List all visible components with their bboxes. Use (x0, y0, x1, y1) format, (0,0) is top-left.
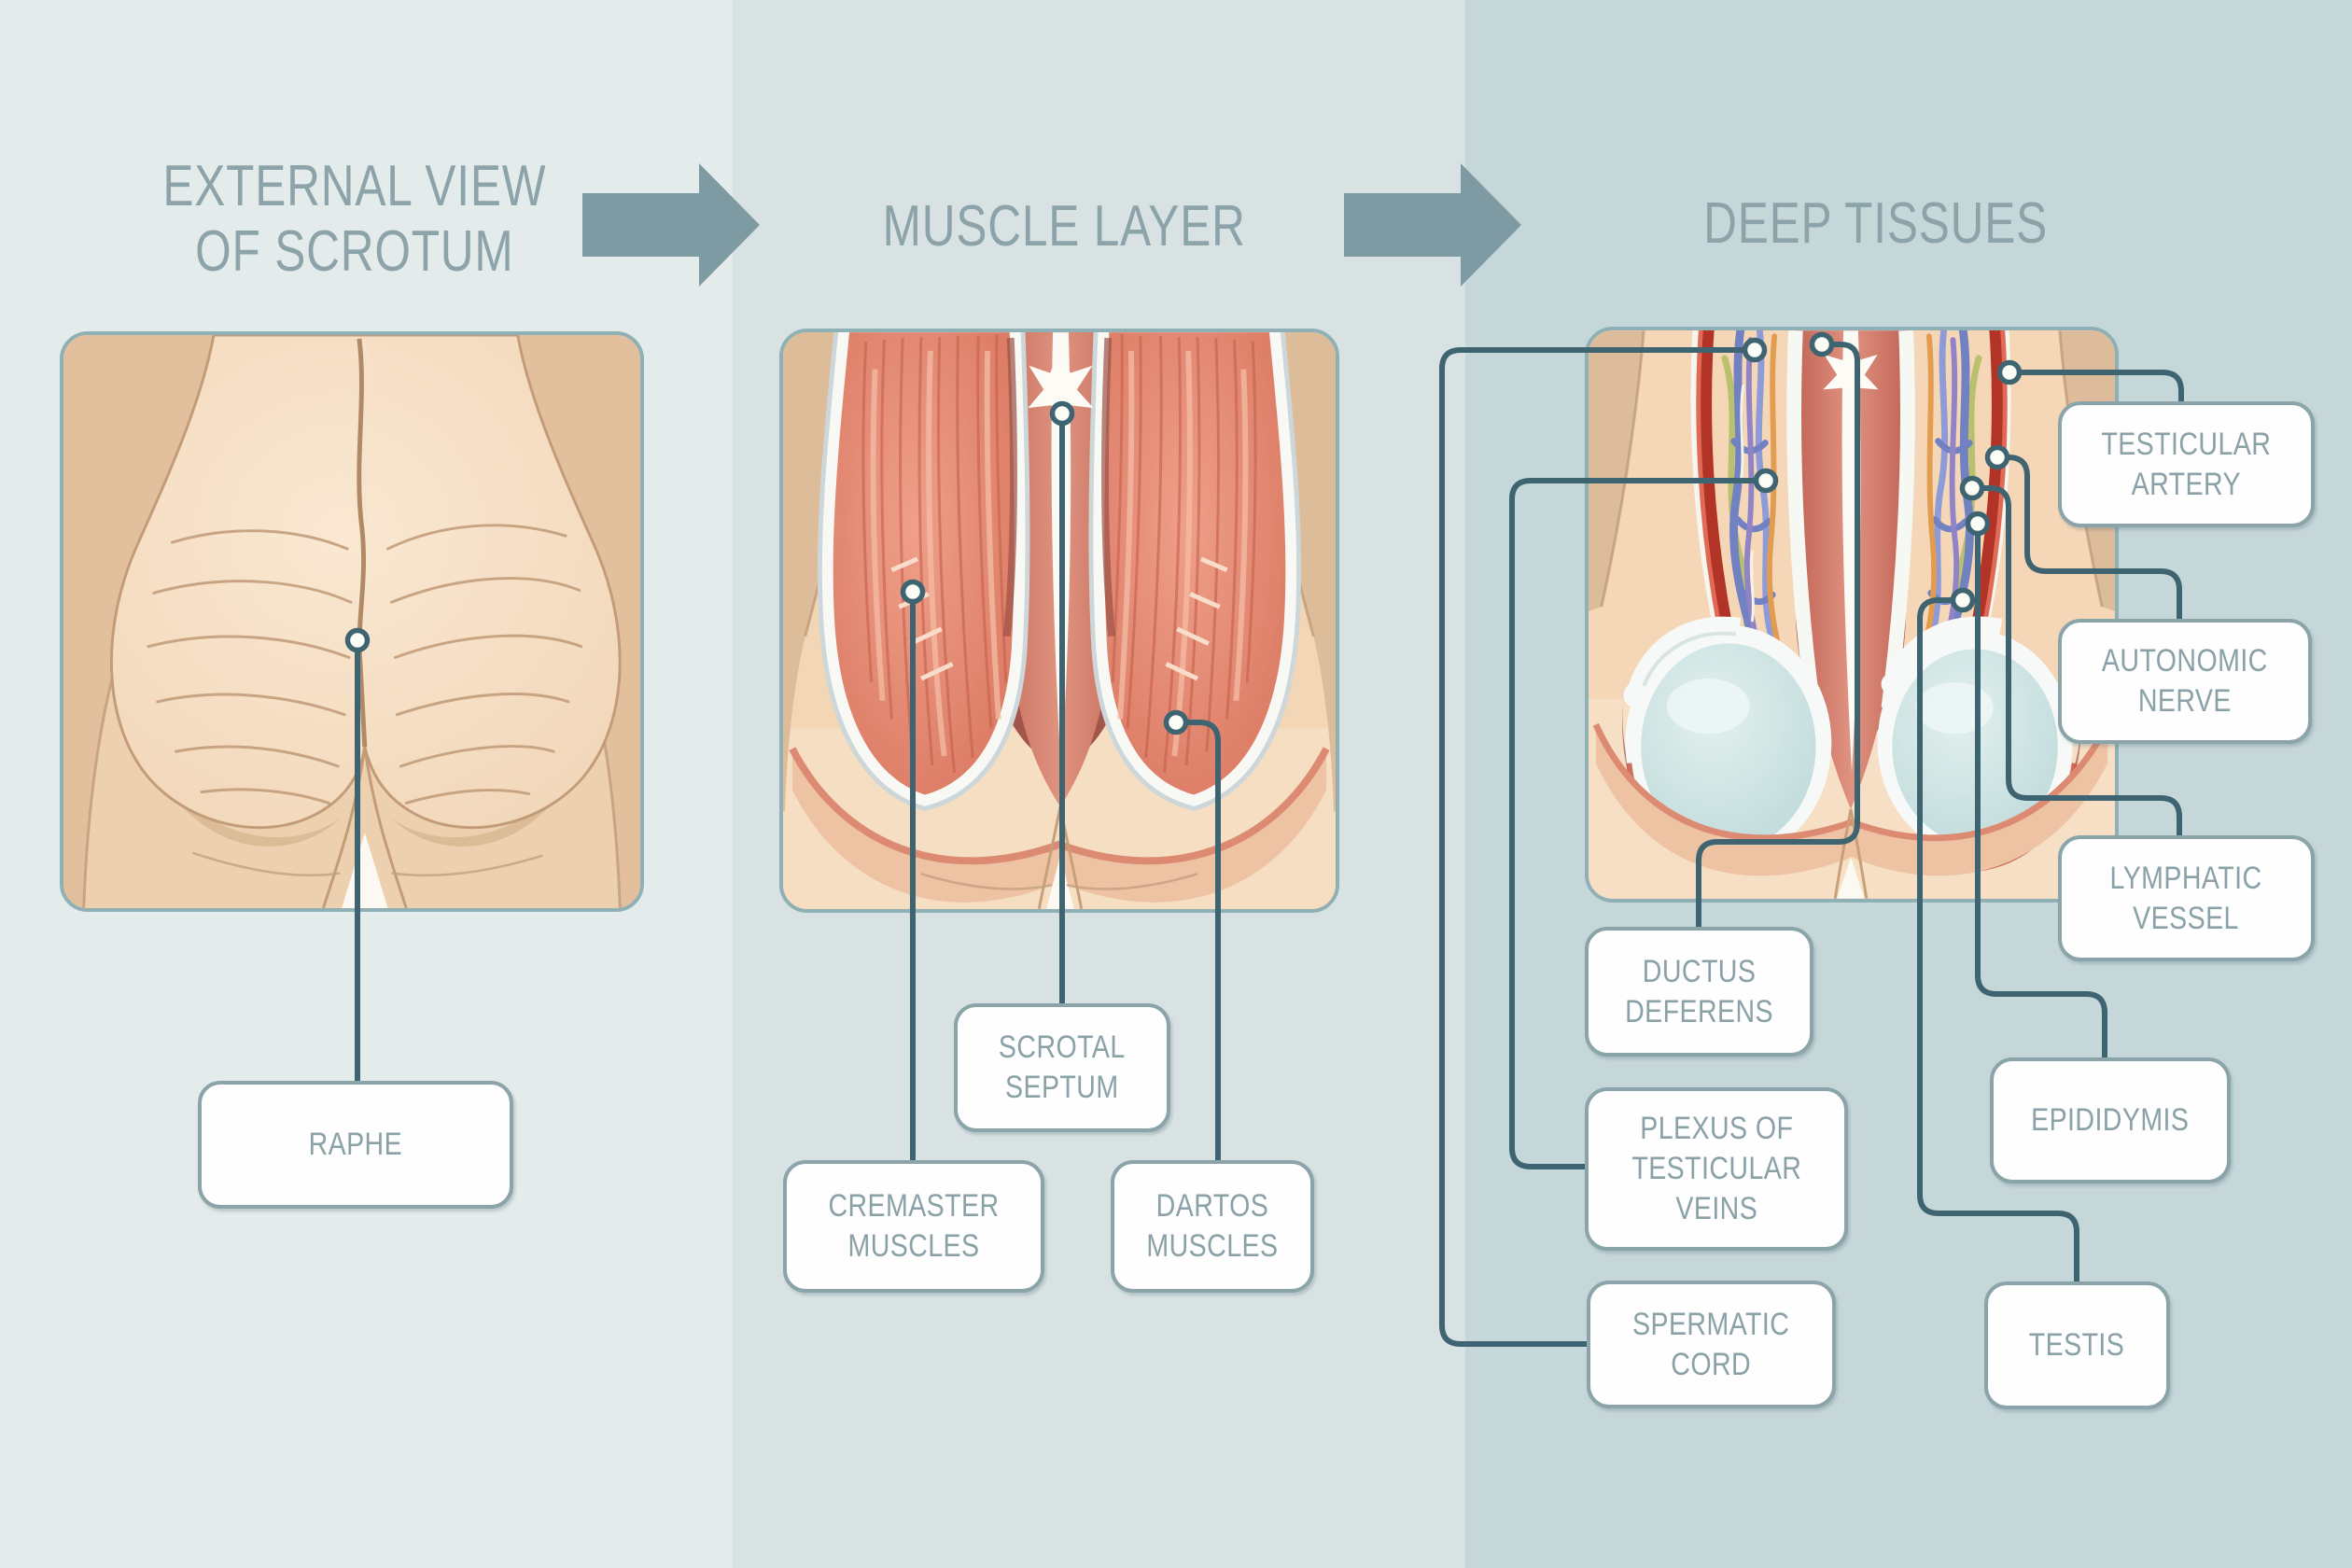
label-testicular-artery-text: TESTICULAR ARTERY (2101, 426, 2272, 502)
label-scrotal-septum: SCROTAL SEPTUM (954, 1003, 1170, 1132)
label-testis-text: TESTIS (2029, 1327, 2125, 1363)
label-scrotal-septum-text: SCROTAL SEPTUM (999, 1029, 1126, 1105)
arrow-right-icon (582, 163, 760, 287)
spermatic-cord-marker (1742, 337, 1768, 363)
epididymis-right (1884, 616, 2003, 684)
leader-autonomic-nerve (2006, 455, 2182, 622)
illustration-external-scrotum (60, 331, 644, 912)
label-raphe-text: RAPHE (308, 1127, 403, 1162)
label-testicular-artery: TESTICULAR ARTERY (2058, 401, 2315, 527)
leader-plexus-of-testicular-veins (1509, 478, 1757, 1169)
panel-title-muscle-layer: MUSCLE LAYER (747, 194, 1381, 259)
label-epididymis: EPIDIDYMIS (1990, 1057, 2231, 1183)
label-ductus-deferens: DUCTUS DEFERENS (1585, 927, 1813, 1057)
dartos-skin-rim (791, 749, 1327, 903)
label-raphe: RAPHE (198, 1081, 513, 1209)
scrotal-septum-marker (1049, 400, 1075, 427)
leader-spermatic-cord (1439, 347, 1746, 1347)
arrow-right-icon (1344, 163, 1521, 287)
label-ductus-deferens-text: DUCTUS DEFERENS (1625, 953, 1773, 1029)
label-lymphatic-vessel-text: LYMPHATIC VESSEL (2109, 860, 2262, 936)
label-plexus-of-testicular-veins: PLEXUS OF TESTICULAR VEINS (1585, 1087, 1848, 1251)
leader-epididymis (1975, 532, 2107, 1060)
dartos-muscles-marker (1163, 709, 1189, 735)
panel-title-text: MUSCLE LAYER (882, 194, 1246, 259)
leader-testis (1917, 597, 2079, 1284)
label-cremaster-muscles: CREMASTER MUSCLES (783, 1160, 1044, 1293)
label-testis: TESTIS (1984, 1281, 2170, 1409)
label-lymphatic-vessel: LYMPHATIC VESSEL (2058, 835, 2315, 961)
leader-dartos-muscles (1184, 720, 1221, 1163)
autonomic-nerve-marker (1984, 444, 2010, 470)
testis-left (1623, 616, 1832, 874)
label-dartos-muscles: DARTOS MUSCLES (1111, 1160, 1314, 1293)
label-spermatic-cord-text: SPERMATIC CORD (1632, 1306, 1790, 1382)
label-cremaster-muscles-text: CREMASTER MUSCLES (828, 1188, 1000, 1264)
leader-ductus-deferens (1696, 342, 1860, 930)
raphe-line (357, 338, 368, 748)
cremaster-muscle-right (1088, 332, 1302, 812)
label-epididymis-text: EPIDIDYMIS (2031, 1102, 2190, 1138)
raphe-marker (344, 627, 371, 653)
leader-lymphatic-vessel (1981, 485, 2182, 838)
lymphatic-vessel-marker (1959, 475, 1985, 501)
epididymis-marker (1965, 511, 1991, 537)
skin-wrinkles (147, 524, 583, 805)
leader-testicular-artery (2018, 370, 2184, 404)
ductus-deferens-marker (1809, 331, 1835, 357)
plexus-of-testicular-veins-marker (1753, 468, 1779, 494)
testicular-artery-marker (1996, 359, 2023, 385)
label-autonomic-nerve: AUTONOMIC NERVE (2058, 619, 2312, 744)
panel-title-text: EXTERNAL VIEW OF SCROTUM (162, 154, 547, 284)
label-spermatic-cord: SPERMATIC CORD (1587, 1281, 1836, 1408)
epididymis-left (1627, 616, 1742, 694)
label-autonomic-nerve-text: AUTONOMIC NERVE (2102, 643, 2268, 719)
testis-marker (1950, 587, 1976, 613)
panel-title-external-view: EXTERNAL VIEW OF SCROTUM (37, 154, 672, 285)
external-scrotum-drawing (63, 335, 640, 908)
panel-title-deep-tissues: DEEP TISSUES (1591, 191, 2161, 257)
panel-title-text: DEEP TISSUES (1703, 191, 2049, 256)
label-dartos-muscles-text: DARTOS MUSCLES (1146, 1188, 1279, 1264)
label-plexus-of-testicular-veins-text: PLEXUS OF TESTICULAR VEINS (1631, 1111, 1801, 1226)
cremaster-muscles-marker (900, 579, 926, 605)
